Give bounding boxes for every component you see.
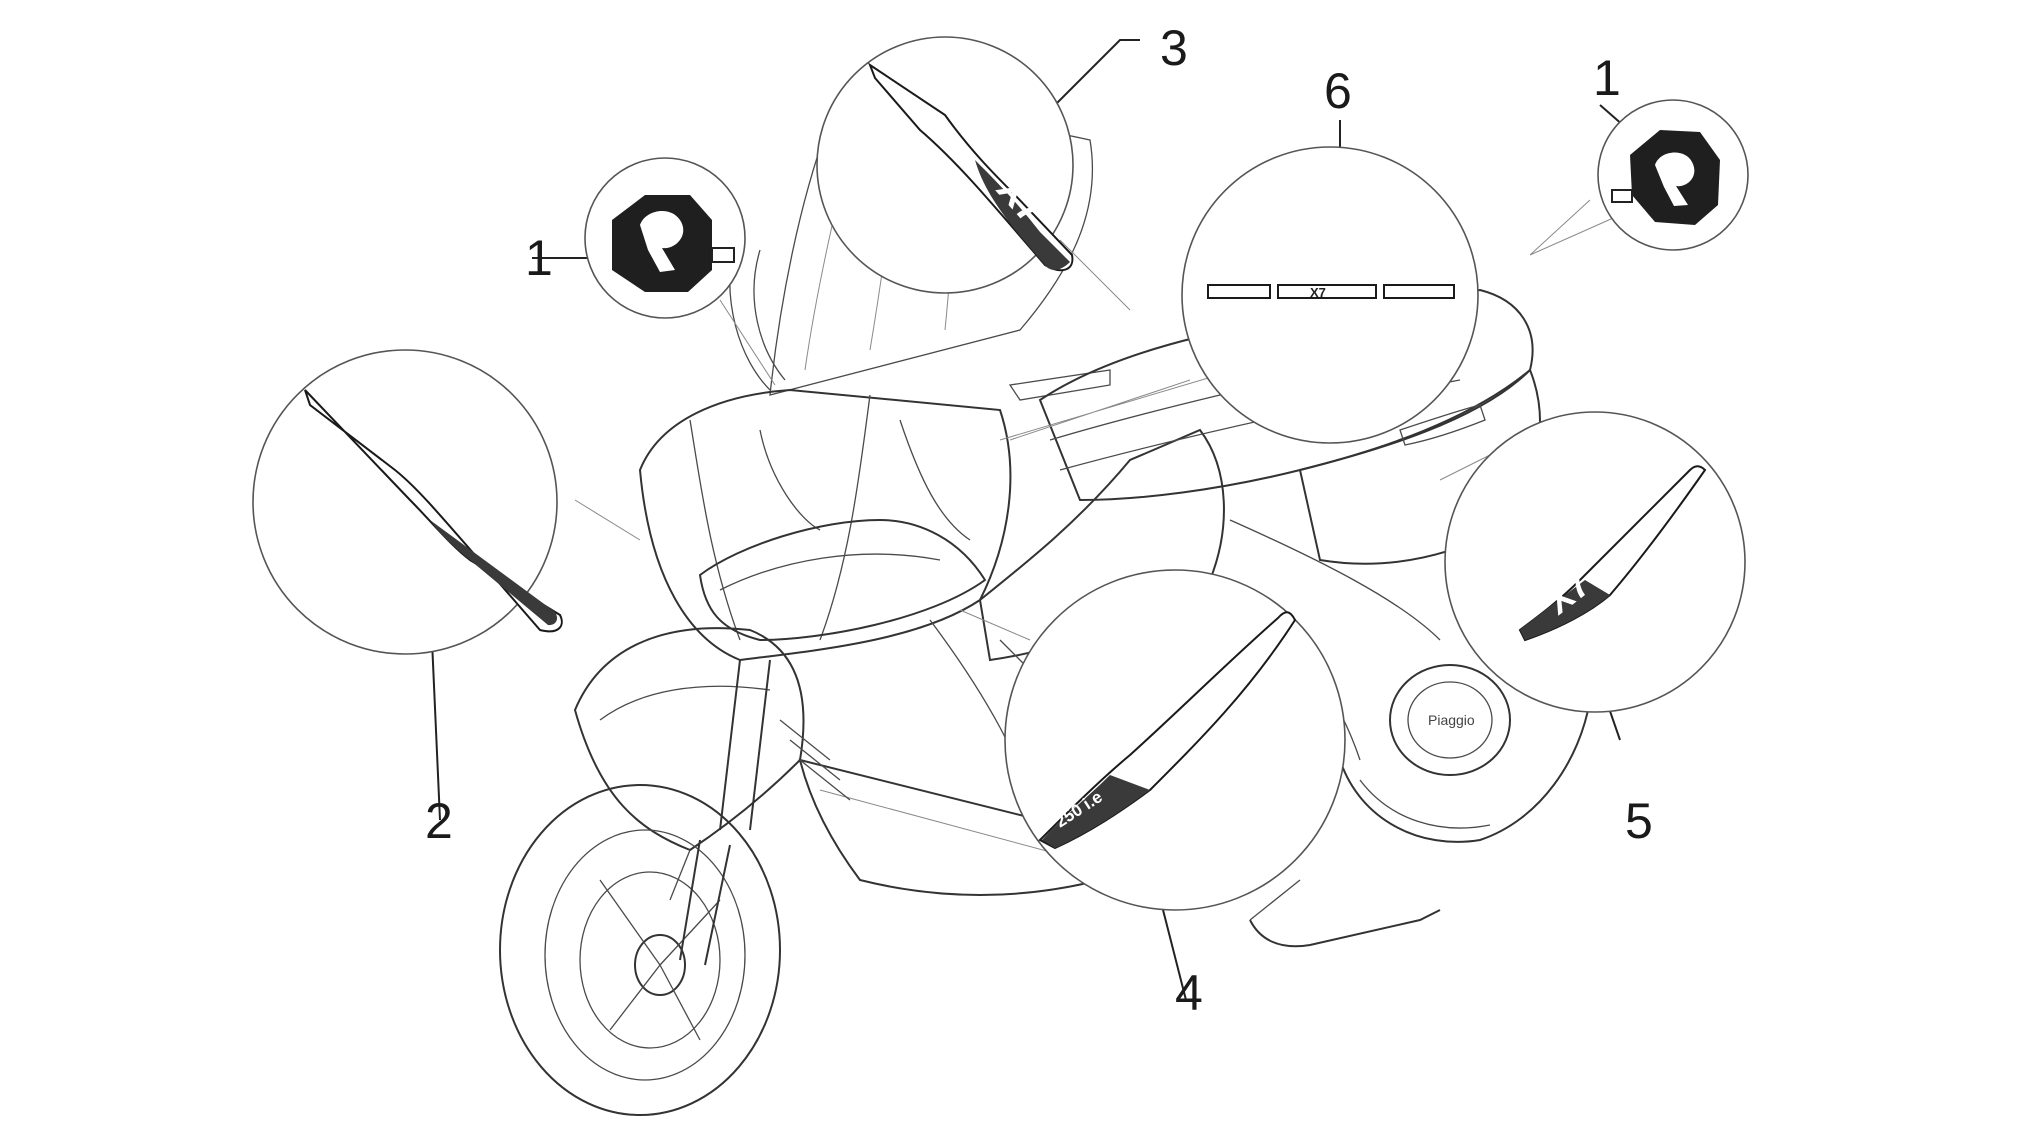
x7-strip-decal-text: X7 — [1310, 285, 1326, 300]
detail-circle-badge-left — [584, 157, 746, 319]
callout-2: 2 — [425, 793, 453, 849]
detail-circle-decal-6: X7 — [1181, 146, 1479, 444]
callout-numbers: 1 1 2 3 4 5 6 — [425, 20, 1653, 1021]
strip-decal-right — [1383, 284, 1455, 299]
callout-1-left: 1 — [525, 230, 553, 286]
callout-5: 5 — [1625, 793, 1653, 849]
detail-circle-decal-5: X7 — [1444, 411, 1746, 713]
strip-decal-left — [1207, 284, 1271, 299]
crankcase-brand-text: Piaggio — [1428, 712, 1475, 728]
detail-circle-badge-right — [1597, 99, 1749, 251]
detail-circle-decal-4: 250 i.e — [1004, 569, 1346, 911]
detail-circle-decal-2: 250 i.e — [252, 349, 563, 655]
callout-4: 4 — [1175, 965, 1203, 1021]
detail-circle-decal-3: X7 — [816, 36, 1074, 294]
strip-decal-center — [1277, 284, 1377, 299]
callout-1-right: 1 — [1593, 50, 1621, 106]
callout-3: 3 — [1160, 20, 1188, 76]
callout-6: 6 — [1324, 63, 1352, 119]
